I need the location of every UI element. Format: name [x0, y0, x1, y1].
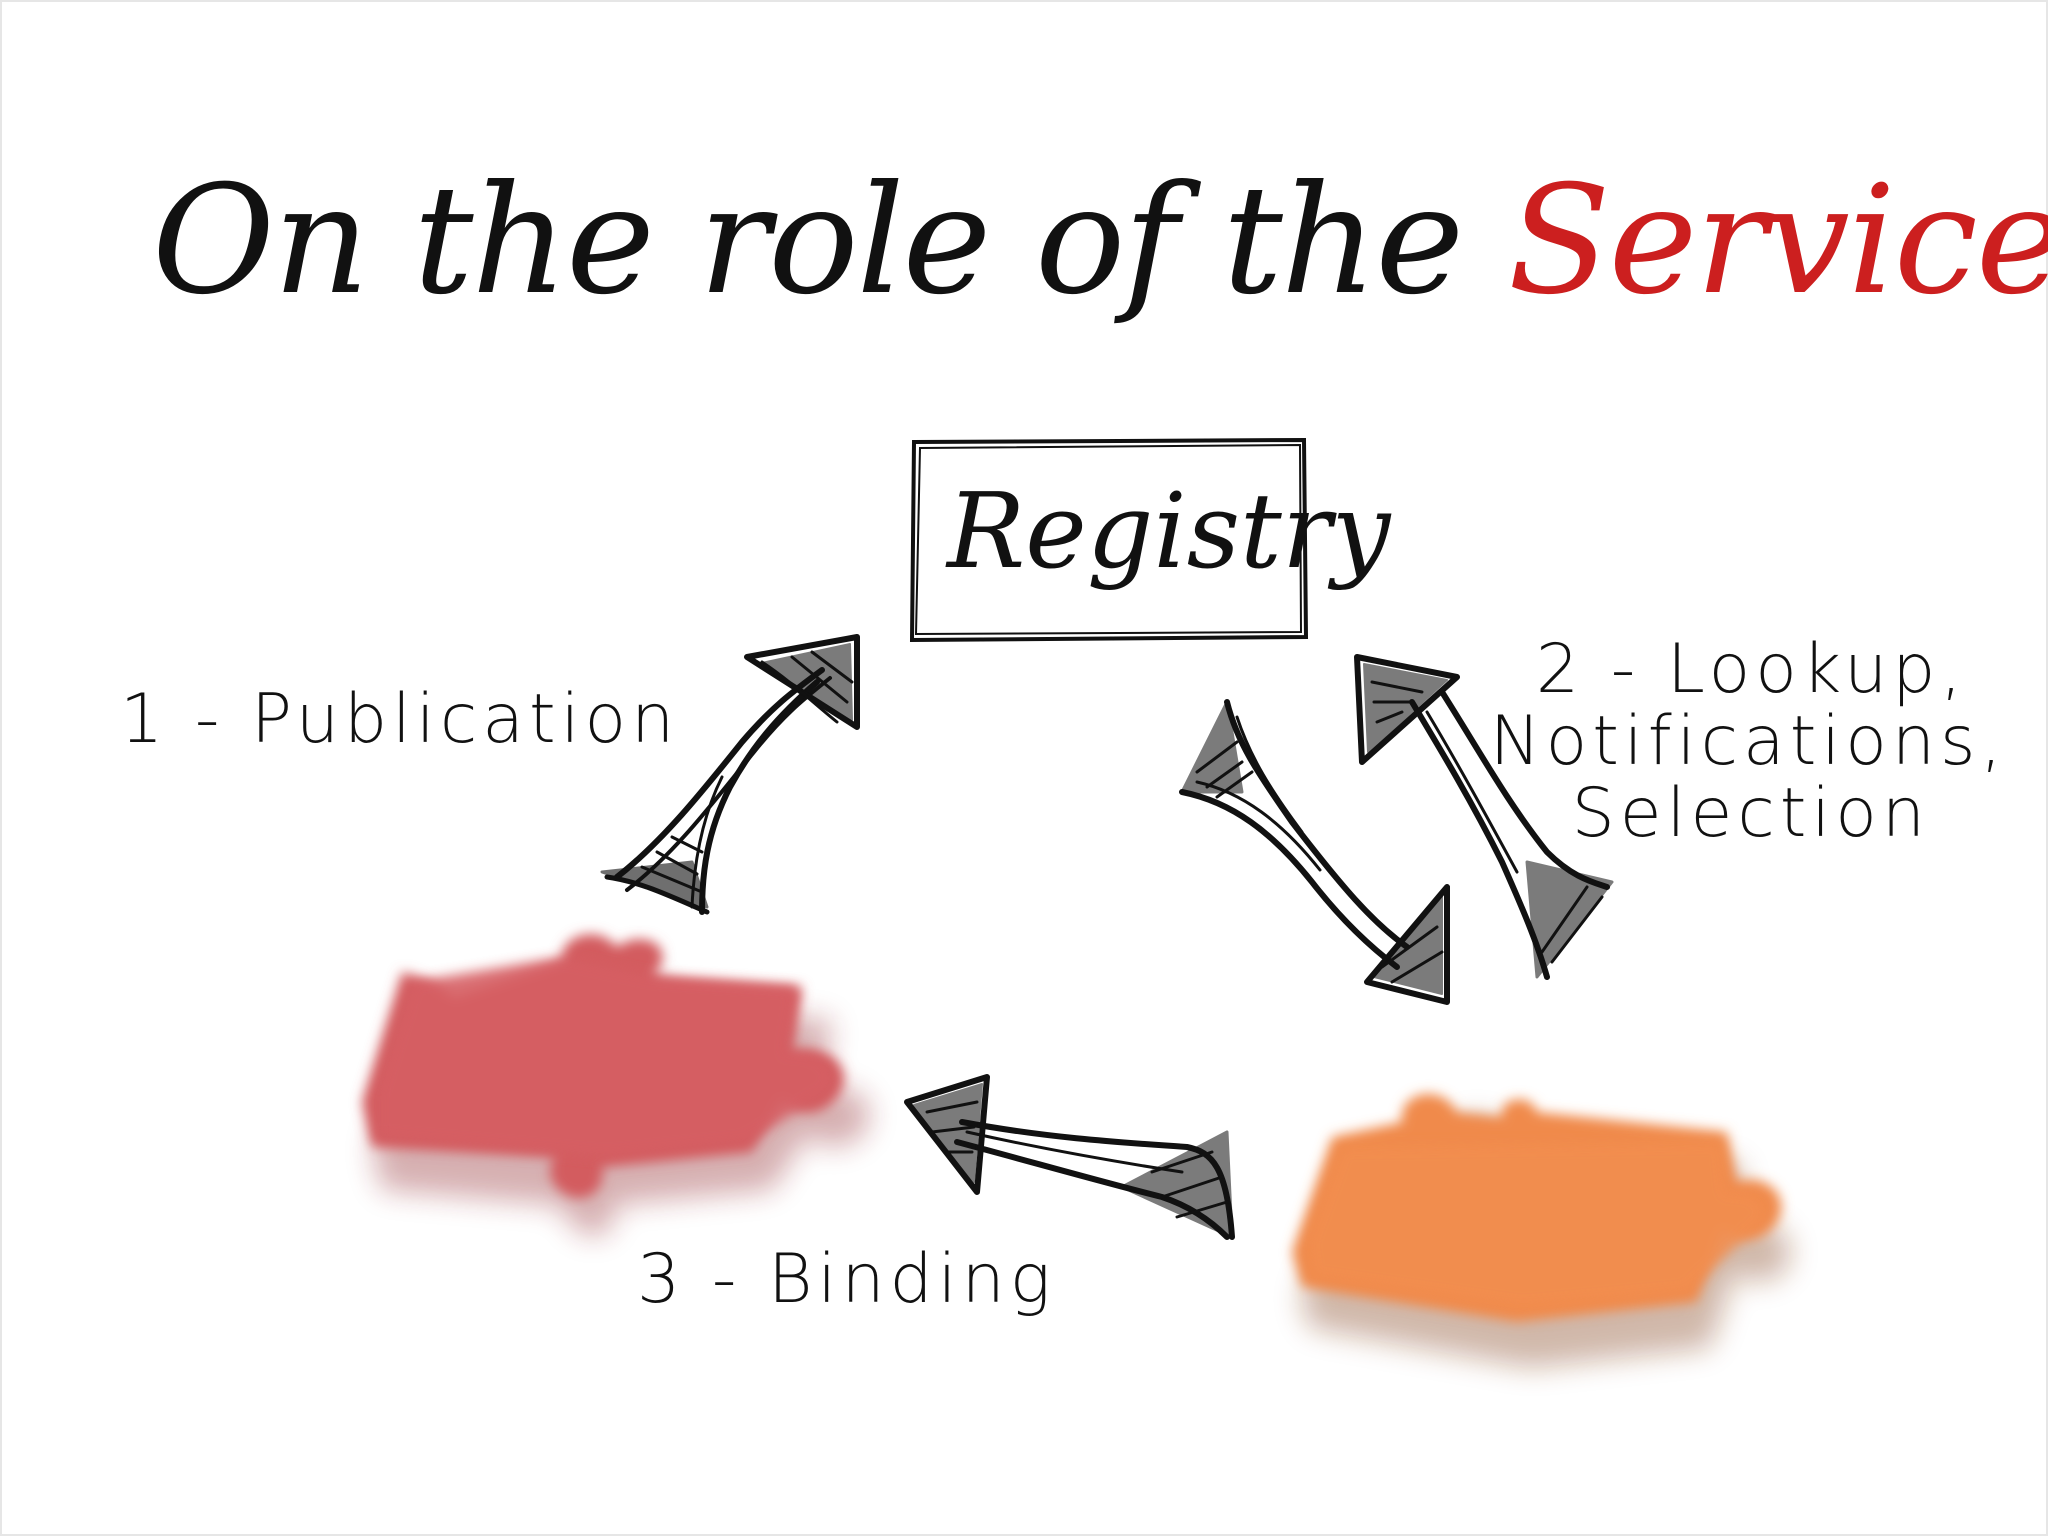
step-selection-line: Selection [1572, 774, 1930, 853]
slide-title: On the role of the Service Registry [152, 154, 2048, 328]
lookup-down-arrow-icon [1179, 699, 1450, 1005]
publication-arrow-icon [600, 634, 860, 915]
title-prefix: On the role of the [152, 154, 1508, 328]
provider-puzzle-piece-icon [362, 934, 870, 1236]
step-lookup-line: 2 - Lookup, [1536, 630, 1967, 709]
binding-arrow-icon [904, 1074, 1235, 1240]
lookup-up-arrow-icon [1354, 654, 1614, 980]
registry-box: Registry [909, 437, 1392, 643]
title-highlight: Service Registry [1508, 154, 2048, 328]
registry-label: Registry [945, 470, 1392, 592]
step-notifications-line: Notifications, [1490, 702, 2007, 781]
consumer-puzzle-piece-icon [1292, 1093, 1791, 1368]
step-publication-label: 1 - Publication [120, 680, 679, 759]
step-binding-label: 3 - Binding [637, 1240, 1056, 1319]
step-lookup-label: 2 - Lookup, Notifications, Selection [1490, 630, 2007, 853]
